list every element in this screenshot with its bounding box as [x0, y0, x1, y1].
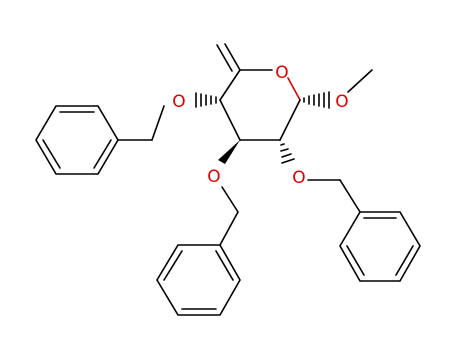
phenyl-ring-right: [339, 211, 421, 282]
methyl-bond: [347, 69, 373, 93]
benzyl-linkages: [117, 105, 361, 246]
ring-bond-c1-c2: [279, 99, 301, 141]
ring-bond-c4-c5: [219, 69, 241, 101]
atom-label-benzyloxy-oxygen-left: O: [172, 92, 185, 112]
atom-label-ring-oxygen: O: [275, 63, 288, 83]
pyranose-ring: [219, 69, 301, 141]
atom-label-methoxy-oxygen: O: [335, 92, 348, 112]
atom-label-benzyloxy-oxygen-middle: O: [207, 167, 220, 187]
phenyl-ring-left: [35, 105, 119, 175]
hashed-wedge-c1-ome: [303, 91, 330, 109]
ring-bond-c3-c4: [219, 99, 241, 141]
ring-bond-o-c1: [287, 77, 301, 101]
phenyl-ring-middle: [156, 244, 241, 316]
hashed-wedge-c2-obn: [280, 143, 295, 164]
atom-label-benzyloxy-oxygen-right: O: [292, 168, 305, 188]
solid-wedge-c3-obn: [218, 140, 240, 164]
methylene-double-bond: [216, 43, 241, 72]
hashed-wedge-c4-obn: [195, 92, 217, 108]
